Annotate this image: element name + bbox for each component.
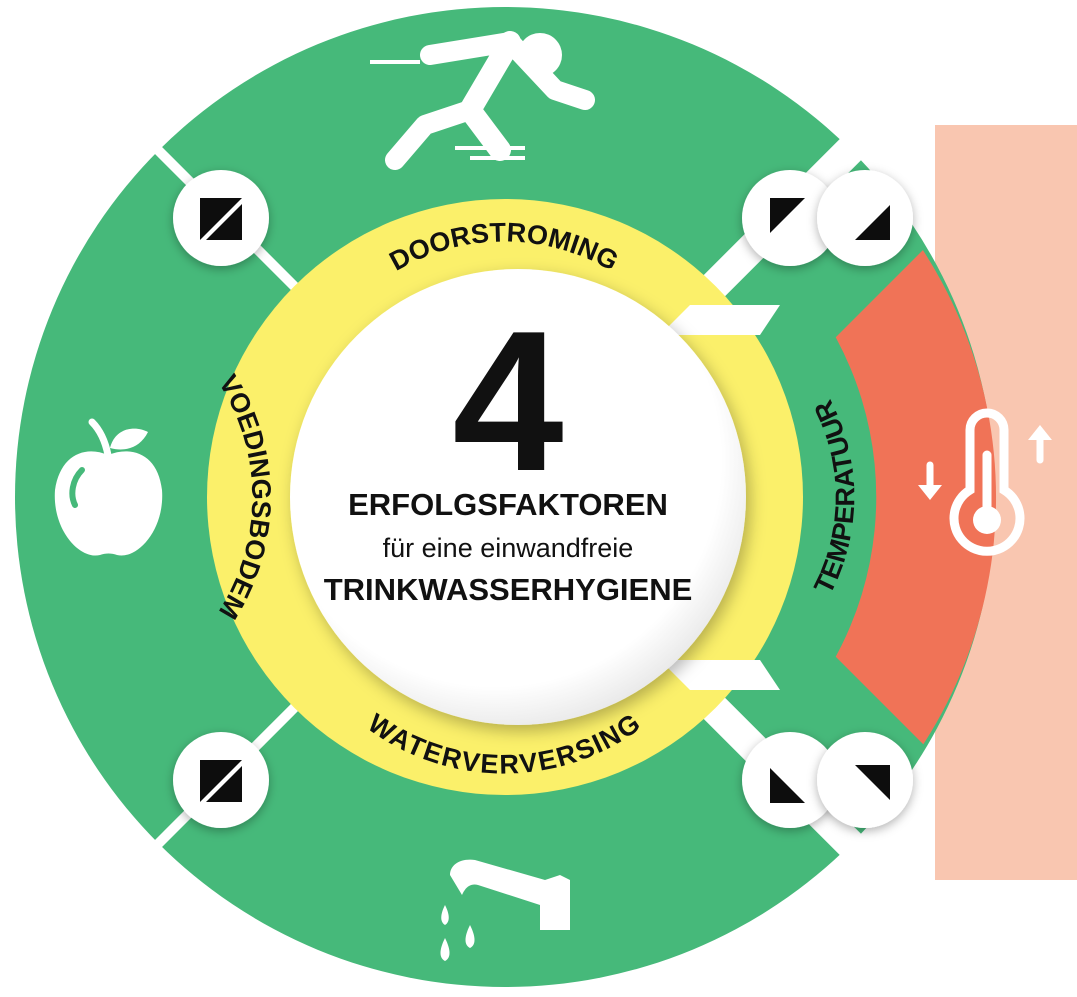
factor-count: 4: [452, 290, 563, 513]
running-person-icon: [370, 31, 595, 170]
faucet-icon: [440, 859, 570, 961]
connector-bottom-right: [742, 732, 838, 828]
connector-bottom-left: [173, 732, 269, 828]
connector-top-left: [173, 170, 269, 266]
center-heading: ERFOLGSFAKTOREN: [348, 487, 668, 522]
apple-icon: [54, 418, 163, 556]
connector-top-right: [742, 170, 838, 266]
connector-bottom-far-right: [817, 732, 913, 828]
yellow-ring-gap-top: [660, 305, 780, 335]
connector-top-far-right: [817, 170, 913, 266]
segment-temperatuur-highlight: [777, 175, 997, 820]
center-disc: [290, 269, 746, 725]
center-subheading: für eine einwandfreie: [383, 533, 634, 563]
yellow-ring-gap-bottom: [660, 660, 780, 690]
thermometer-icon: [918, 408, 1052, 556]
center-topic: TRINKWASSERHYGIENE: [324, 572, 693, 607]
